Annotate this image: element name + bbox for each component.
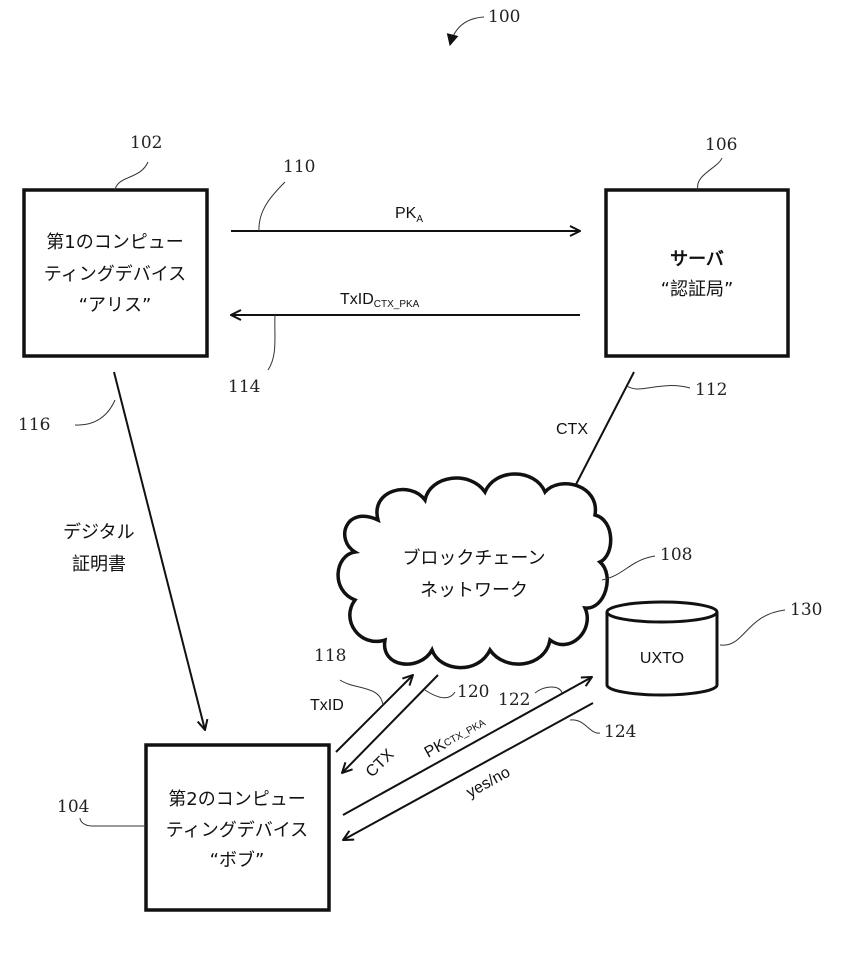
node-utxo: UXTO 130: [607, 600, 822, 695]
digital-cert-ref: 116: [18, 415, 50, 435]
blockchain-label-line1: ブロックチェーン: [402, 547, 545, 569]
server-ref-leader: [698, 158, 722, 190]
txid-ref-leader: [340, 680, 383, 705]
pka-label-main: PK: [395, 205, 417, 222]
digital-cert-arrow: [114, 372, 205, 730]
edge-yes-no: yes/no 124: [343, 703, 636, 840]
txid-ctx-pka-label-main: TxID: [340, 291, 374, 308]
alice-label-line2: ティングデバイス: [44, 264, 186, 285]
txid-ctx-pka-label: TxIDCTX_PKA: [340, 291, 420, 310]
node-bob: 第2のコンピュー ティングデバイス “ボブ” 104: [57, 745, 329, 910]
bob-label-line1: 第2のコンピュー: [168, 789, 305, 810]
ctx-server-label: CTX: [556, 421, 588, 438]
node-server: サーバ “認証局” 106: [606, 135, 788, 356]
utxo-ref-leader: [720, 610, 785, 645]
edge-txid-ctx-pka: TxIDCTX_PKA 114: [228, 291, 580, 397]
pk-ctx-pka-ref-leader: [535, 687, 562, 693]
bob-label-line2: ティングデバイス: [166, 820, 308, 841]
digital-cert-label-line2: 証明書: [72, 554, 126, 575]
blockchain-label-line2: ネットワーク: [420, 580, 528, 601]
edge-digital-cert: デジタル 証明書 116: [18, 372, 205, 730]
figure-ref-label: 100: [488, 7, 520, 27]
utxo-label: UXTO: [640, 650, 684, 667]
ctx-server-ref: 112: [695, 380, 727, 400]
pk-ctx-pka-label-sub: CTX_PKA: [442, 718, 487, 750]
node-alice: 第1のコンピュー ティングデバイス “アリス” 102: [24, 133, 207, 356]
edge-pka: PKA 110: [231, 157, 580, 231]
blockchain-ref-leader: [602, 556, 655, 580]
utxo-ref: 130: [790, 600, 822, 620]
server-label-line2: “認証局”: [661, 279, 734, 300]
server-label-line1: サーバ: [670, 249, 724, 270]
ctx-chain-ref: 120: [457, 682, 489, 702]
pka-label: PKA: [395, 205, 423, 225]
txid-ctx-pka-ref-leader: [268, 315, 275, 370]
ctx-chain-label: CTX: [363, 746, 398, 781]
ctx-chain-ref-leader: [425, 690, 455, 698]
pk-ctx-pka-ref: 122: [498, 690, 530, 710]
pk-ctx-pka-label: PKCTX_PKA: [422, 714, 489, 761]
alice-ref: 102: [130, 133, 162, 153]
blockchain-cloud: [338, 474, 611, 668]
txid-label: TxID: [310, 697, 344, 714]
pka-label-sub: A: [416, 214, 423, 225]
yes-no-ref-leader: [570, 720, 600, 733]
server-box: [606, 190, 788, 356]
digital-cert-ref-leader: [75, 400, 115, 425]
figure-ref-arrow: [450, 17, 484, 45]
alice-label-line3: “アリス”: [79, 295, 152, 316]
bob-ref-leader: [80, 818, 146, 826]
figure-reference: 100: [450, 7, 520, 45]
server-ref: 106: [705, 135, 737, 155]
pka-ref-leader: [259, 182, 285, 231]
yes-no-ref: 124: [604, 722, 636, 742]
blockchain-ref: 108: [660, 545, 692, 565]
digital-cert-label-line1: デジタル: [63, 522, 135, 543]
alice-ref-leader: [115, 162, 148, 190]
edge-ctx-server: CTX 112: [556, 372, 727, 496]
txid-ctx-pka-label-sub: CTX_PKA: [374, 299, 420, 310]
txid-ctx-pka-ref: 114: [228, 377, 260, 397]
pka-ref: 110: [283, 157, 315, 177]
alice-label-line1: 第1のコンピュー: [46, 232, 183, 253]
txid-ref: 118: [314, 646, 346, 666]
bob-ref: 104: [57, 797, 89, 817]
utxo-cylinder-top: [607, 602, 717, 622]
ctx-server-ref-leader: [627, 386, 690, 389]
bob-label-line3: “ボブ”: [210, 849, 265, 871]
